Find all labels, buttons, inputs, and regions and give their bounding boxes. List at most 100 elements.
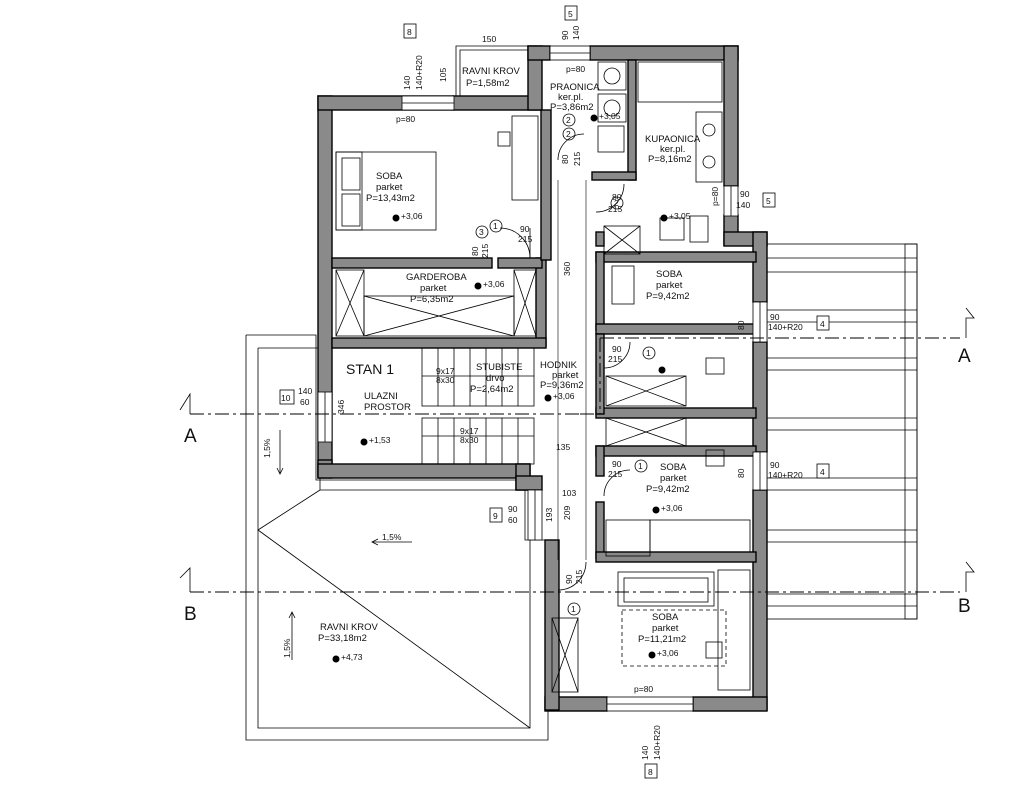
room-level: +3,06: [661, 503, 683, 513]
dim-label: 90: [508, 504, 518, 514]
door-number: 3: [479, 227, 484, 237]
stairs-upper-2: 8x30: [436, 375, 455, 385]
section-b-left: B: [184, 604, 197, 625]
dim-label: 193: [544, 508, 554, 522]
room-level: +1,53: [369, 435, 391, 445]
room-level: +3,06: [553, 391, 575, 401]
dim-label: 103: [562, 488, 576, 498]
door-number: 2: [614, 198, 619, 208]
roof-main-name: RAVNI KROV: [320, 622, 379, 633]
room-level: +3,05: [599, 111, 621, 121]
room-floor: ker.pl.: [660, 144, 685, 155]
dim-label: 346: [336, 400, 346, 414]
dim-label: 80: [736, 468, 746, 478]
dim-label: 80: [736, 320, 746, 330]
room-name: GARDEROBA: [406, 272, 467, 283]
roof-main-area: P=33,18m2: [318, 633, 367, 644]
room-floor: parket: [656, 280, 683, 291]
door-number: 1: [638, 461, 643, 471]
room-name: HODNIK: [540, 360, 578, 371]
room-area: P=6,35m2: [410, 294, 454, 305]
slope-label: 1,5%: [382, 532, 402, 542]
dim-label: 90: [740, 189, 750, 199]
room-floor: parket: [420, 283, 447, 294]
door-number: 1: [571, 604, 576, 614]
window-tag: 8: [407, 27, 412, 37]
dim-label: 215: [608, 354, 622, 364]
slope-label: 1,5%: [282, 638, 292, 658]
room-area: P=9,36m2: [540, 380, 584, 391]
windows: [317, 45, 768, 712]
dim-label: 140+R20: [768, 470, 803, 480]
dim-label: p=80: [566, 64, 585, 74]
room-area: P=8,16m2: [648, 154, 692, 165]
room-name: SOBA: [652, 612, 679, 623]
dim-label: p=80: [396, 114, 415, 124]
roof-main-level: +4,73: [341, 652, 363, 662]
door-number: 2: [566, 129, 571, 139]
dim-label: 215: [480, 244, 490, 258]
flat-roof-top: [455, 45, 528, 96]
dim-label: 360: [562, 262, 572, 276]
dim-label: 140: [640, 746, 650, 760]
roof-top-name: RAVNI KROV: [462, 66, 521, 77]
floor-name: STAN 1: [346, 361, 394, 377]
dim-label: 215: [574, 570, 584, 584]
room-name: PRAONICA: [550, 82, 600, 93]
room-floor: drvo: [486, 373, 504, 384]
room-name: SOBA: [660, 462, 687, 473]
stairs-upper: 9x17: [436, 366, 455, 376]
door-number: 2: [566, 115, 571, 125]
room-area: P=13,43m2: [366, 193, 415, 204]
dim-label: 80: [560, 154, 570, 164]
dim-label: 140: [571, 26, 581, 40]
room-level: +3,06: [483, 279, 505, 289]
door-number: 1: [493, 221, 498, 231]
dim-label: 90: [770, 460, 780, 470]
dim-label: 80: [470, 246, 480, 256]
dim-label: 215: [518, 234, 532, 244]
dim-label: 80: [612, 192, 622, 202]
dim-label: 105: [438, 68, 448, 82]
slope-label: 1,5%: [262, 438, 272, 458]
dim-label: 140: [402, 76, 412, 90]
room-level: +3,06: [657, 648, 679, 658]
furniture: [335, 61, 751, 693]
window-tag: 4: [820, 467, 825, 477]
doors: [499, 133, 631, 591]
dim-label: 140: [298, 386, 312, 396]
window-tag: 5: [568, 9, 573, 19]
room-floor: parket: [652, 623, 679, 634]
window-tag: 8: [648, 767, 653, 777]
pergola: [766, 243, 918, 620]
room-name: STUBISTE: [476, 362, 522, 373]
dim-label: 60: [508, 515, 518, 525]
door-number: 1: [646, 348, 651, 358]
window-tag: 10: [281, 393, 291, 403]
slope-arrows: [276, 430, 412, 660]
room-floor: parket: [376, 182, 403, 193]
dim-label: 215: [572, 152, 582, 166]
window-tag: 4: [820, 319, 825, 329]
dim-label: 215: [608, 469, 622, 479]
window-tag: 5: [766, 196, 771, 206]
room-name: ULAZNI: [364, 391, 398, 402]
section-a-left: A: [184, 426, 197, 447]
room-name-2: PROSTOR: [364, 402, 411, 413]
dim-label: 90: [564, 574, 574, 584]
dim-label: p=80: [710, 187, 720, 206]
window-tag: 9: [493, 511, 498, 521]
dim-label: 90: [612, 459, 622, 469]
section-b-right: B: [958, 596, 971, 617]
stairs-lower-2: 8x30: [460, 435, 479, 445]
room-floor: ker.pl.: [558, 92, 583, 103]
walls: [317, 45, 768, 712]
dim-label: 135: [556, 442, 570, 452]
room-area: P=9,42m2: [646, 291, 690, 302]
dim-label: 140+R20: [768, 322, 803, 332]
room-area: P=2,64m2: [470, 384, 514, 395]
dim-label: 150: [482, 34, 496, 44]
dim-label: 90: [770, 312, 780, 322]
room-name: SOBA: [656, 269, 683, 280]
room-level: +3,05: [669, 211, 691, 221]
